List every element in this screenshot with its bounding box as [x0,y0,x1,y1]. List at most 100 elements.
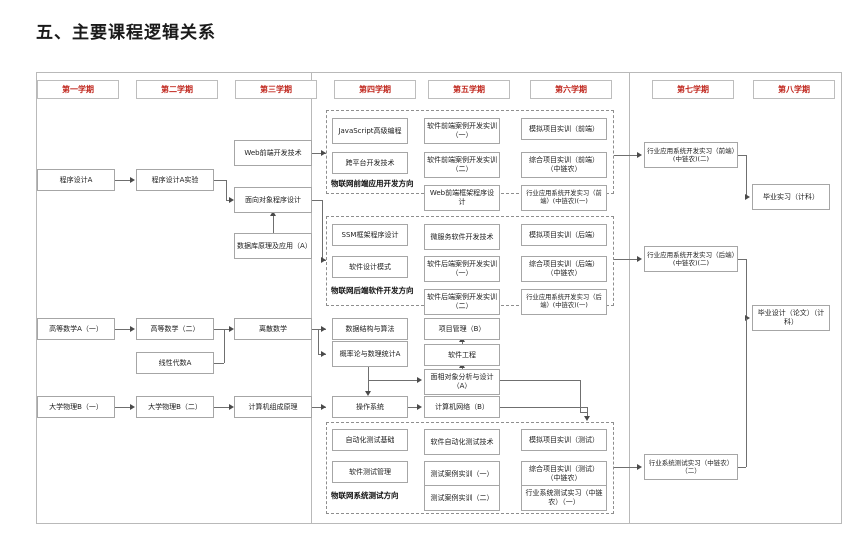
connector [214,329,230,330]
semester-header-3: 第三学期 [235,80,317,99]
connector [312,329,326,330]
arrow-icon [417,377,422,383]
connector [312,407,326,408]
arrow-icon [229,326,234,332]
course-box[interactable]: 项目管理（B） [424,318,500,340]
connector [115,180,131,181]
arrow-icon [365,391,371,396]
connector [500,407,587,408]
course-box[interactable]: 行业应用系统开发实习（后端）(中链农)(一) [521,289,607,315]
arrow-icon [321,150,326,156]
arrow-icon [637,256,642,262]
arrow-icon [321,326,326,332]
connector [614,259,640,260]
arrow-icon [229,404,234,410]
connector [500,380,580,381]
connector [738,155,746,156]
page-title: 五、主要课程逻辑关系 [36,23,216,43]
arrow-icon [229,197,234,203]
course-box[interactable]: 模拟项目实训（后端） [521,224,607,246]
semester-header-5: 第五学期 [428,80,510,99]
connector [226,180,227,200]
course-box[interactable]: 行业应用系统开发实习（后端）(中链农)(二) [644,246,738,272]
course-box[interactable]: 综合项目实训（后端）（中链农） [521,256,607,282]
course-box[interactable]: 测试案例实训（一） [424,461,500,487]
arrow-icon [321,257,326,263]
connector [368,367,369,392]
course-box[interactable]: 软件前端案例开发实训（二） [424,152,500,178]
semester-header-8: 第八学期 [753,80,835,99]
arrow-icon [321,404,326,410]
course-box[interactable]: 测试案例实训（二） [424,485,500,511]
direction-label-frontend: 物联网前端应用开发方向 [331,179,414,188]
course-box[interactable]: JavaScript高级编程 [332,118,408,144]
connector [462,340,463,346]
arrow-icon [637,464,642,470]
connector [226,200,231,201]
course-box[interactable]: 软件设计模式 [332,256,408,278]
direction-group-testing [326,422,614,514]
course-box[interactable]: 毕业设计（论文）（计科） [752,305,830,331]
course-box[interactable]: 软件前端案例开发实训（一） [424,118,500,144]
course-box[interactable]: 行业应用系统开发实习（前端）(中链农)(二) [644,142,738,168]
course-box[interactable]: 综合项目实训（前端）（中链农） [521,152,607,178]
connector [746,155,747,197]
arrow-icon [130,177,135,183]
arrow-icon [417,404,422,410]
connector [214,363,224,364]
connector [322,200,323,260]
course-box[interactable]: 行业应用系统开发实习（前端）(中链农)(一) [521,185,607,211]
course-box[interactable]: 面相对象分析与设计（A） [424,369,500,395]
connector [115,329,131,330]
course-box[interactable]: Web前端开发技术 [234,140,312,166]
course-box[interactable]: 综合项目实训（测试）（中链农） [521,461,607,487]
course-box[interactable]: Web前端框架程序设计 [424,185,500,211]
semester-header-4: 第四学期 [334,80,416,99]
course-box[interactable]: 操作系统 [332,396,408,418]
connector [408,407,418,408]
connector [224,329,225,363]
course-box[interactable]: 数据结构与算法 [332,318,408,340]
course-box[interactable]: 软件后端案例开发实训（一） [424,256,500,282]
course-box[interactable]: 微服务软件开发技术 [424,224,500,250]
course-box[interactable]: 软件自动化测试技术 [424,429,500,455]
course-box[interactable]: 线性代数A [136,352,214,374]
connector [312,200,322,201]
arrow-icon [584,416,590,421]
course-box[interactable]: 模拟项目实训（测试） [521,429,607,451]
connector [214,407,230,408]
semester-header-6: 第六学期 [530,80,612,99]
course-box[interactable]: 行业系统测试实习（中链农）（二） [644,454,738,480]
course-box[interactable]: 模拟项目实训（前端） [521,118,607,140]
course-box[interactable]: 毕业实习（计科） [752,184,830,210]
course-box[interactable]: 软件测试管理 [332,461,408,483]
connector [318,329,319,354]
connector [580,412,587,413]
connector [738,259,746,260]
course-box[interactable]: 跨平台开发技术 [332,152,408,174]
course-box[interactable]: 大学物理B（二） [136,396,214,418]
course-box[interactable]: 软件后端案例开发实训（二） [424,289,500,315]
arrow-icon [321,351,326,357]
course-box[interactable]: 高等数学A（一） [37,318,115,340]
course-box[interactable]: 程序设计A实验 [136,169,214,191]
connector [746,318,747,467]
course-box[interactable]: 计算机组成原理 [234,396,312,418]
course-box[interactable]: 自动化测试基础 [332,429,408,451]
course-box[interactable]: 数据库原理及应用（A） [234,233,312,259]
connector [738,467,746,468]
connector [312,153,326,154]
course-box[interactable]: 概率论与数理统计A [332,341,408,367]
course-box[interactable]: 软件工程 [424,344,500,366]
arrow-icon [130,326,135,332]
course-box[interactable]: 离散数学 [234,318,312,340]
course-box[interactable]: 面向对象程序设计 [234,187,312,213]
course-box[interactable]: 计算机网络（B） [424,396,500,418]
course-box[interactable]: 行业系统测试实习（中链农）（一） [521,485,607,511]
course-box[interactable]: 程序设计A [37,169,115,191]
course-box[interactable]: 高等数学（二） [136,318,214,340]
connector [614,155,640,156]
course-box[interactable]: SSM框架程序设计 [332,224,408,246]
course-box[interactable]: 大学物理B（一） [37,396,115,418]
arrow-icon [745,315,750,321]
